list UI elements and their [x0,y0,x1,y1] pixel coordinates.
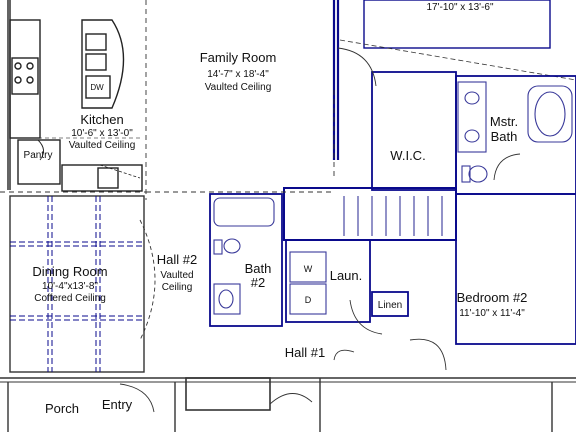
kitchen-dims: 10'-6" x 13'-0" [71,128,133,139]
hall2-ceiling-1: Vaulted [160,270,193,281]
dining-room-ceiling: Coffered Ceiling [34,293,106,304]
pantry-label: Pantry [24,150,53,161]
dryer-icon [289,283,327,315]
washer-icon [289,251,327,283]
bath2-line1: Bath [245,261,272,276]
entry-label: Entry [102,397,133,412]
dining-room-dims: 10'-4"x13'-8" [42,281,98,292]
kitchen-ceiling: Vaulted Ceiling [69,140,136,151]
arch-opening [139,219,156,341]
dashed-lines [0,0,335,200]
master-tub-icon [527,85,573,143]
dishwasher [85,75,111,99]
bathtub-icon [213,197,275,227]
porch-label: Porch [45,401,79,416]
bath2-line2: #2 [251,275,265,290]
bedroom2-name: Bedroom #2 [457,290,528,305]
sink-icon [85,33,107,51]
kitchen-area [7,0,143,192]
dishwasher-label: DW [90,83,104,92]
hall2-name: Hall #2 [157,252,197,267]
family-room-ceiling: Vaulted Ceiling [205,82,272,93]
washer-label: W [304,264,313,274]
kitchen-name: Kitchen [80,112,123,127]
fixtures [213,81,573,315]
family-room-dims: 14'-7" x 18'-4" [207,69,269,80]
dining-coffered [9,195,145,373]
laundry-label: Laun. [330,268,363,283]
bedroom2-dims: 11'-10" x 11'-4" [459,308,525,319]
kitchen-island [81,19,125,109]
door-swings [119,47,521,413]
dining-room-name: Dining Room [32,264,107,279]
room-labels: 17'-10" x 13'-6" Family Room 14'-7" x 18… [24,2,528,416]
hall2-ceiling-2: Ceiling [162,282,193,293]
range-icon [11,57,39,95]
master-bedroom-dims: 17'-10" x 13'-6" [426,2,494,13]
hall1-label: Hall #1 [285,345,325,360]
linen-label: Linen [378,300,402,311]
family-room-name: Family Room [200,50,277,65]
master-bath-line2: Bath [491,129,518,144]
wic-label: W.I.C. [390,148,425,163]
master-bath-line1: Mstr. [490,114,518,129]
dryer-label: D [305,295,312,305]
toilet-icon [223,238,241,254]
